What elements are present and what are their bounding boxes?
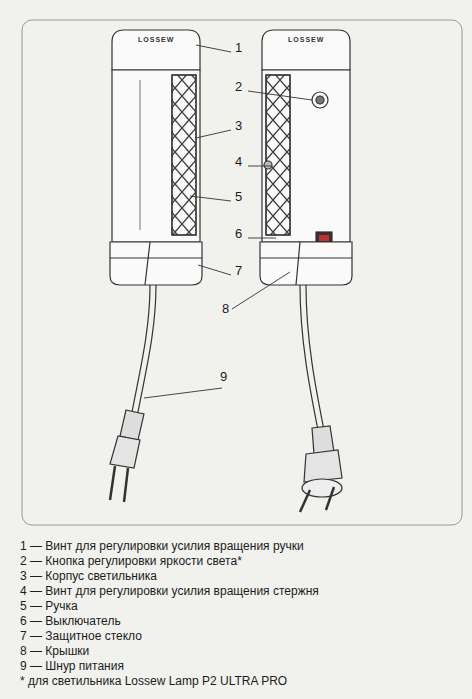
callout-number: 9	[218, 370, 229, 385]
logo-text: LOSSEW	[288, 36, 324, 44]
left-lamp	[110, 30, 202, 285]
footnote: * для светильника Lossew Lamp P2 ULTRA P…	[20, 675, 287, 689]
callout-number: 5	[233, 190, 244, 205]
left-cord	[110, 285, 156, 502]
part-description: 1 — Винт для регулировки усилия вращения…	[20, 540, 304, 554]
right-cord	[300, 285, 342, 512]
part-description: 3 — Корпус светильника	[20, 570, 157, 584]
callout-number: 1	[233, 41, 244, 56]
callout-number: 4	[233, 155, 244, 170]
right-lamp	[260, 30, 352, 285]
part-description: 2 — Кнопка регулировки яркости света*	[20, 555, 242, 569]
callout-number: 2	[233, 80, 244, 95]
callout-number: 8	[220, 302, 231, 317]
logo-text: LOSSEW	[138, 36, 174, 44]
part-description: 4 — Винт для регулировки усилия вращения…	[20, 585, 319, 599]
part-description: 6 — Выключатель	[20, 615, 121, 629]
callout-number: 3	[233, 119, 244, 134]
callout-number: 6	[233, 227, 244, 242]
callout-number: 7	[233, 264, 244, 279]
part-description: 9 — Шнур питания	[20, 660, 124, 674]
part-description: 7 — Защитное стекло	[20, 630, 142, 644]
leader-lines	[144, 45, 312, 398]
part-description: 5 — Ручка	[20, 600, 78, 614]
frame	[22, 20, 462, 525]
part-description: 8 — Крышки	[20, 645, 89, 659]
